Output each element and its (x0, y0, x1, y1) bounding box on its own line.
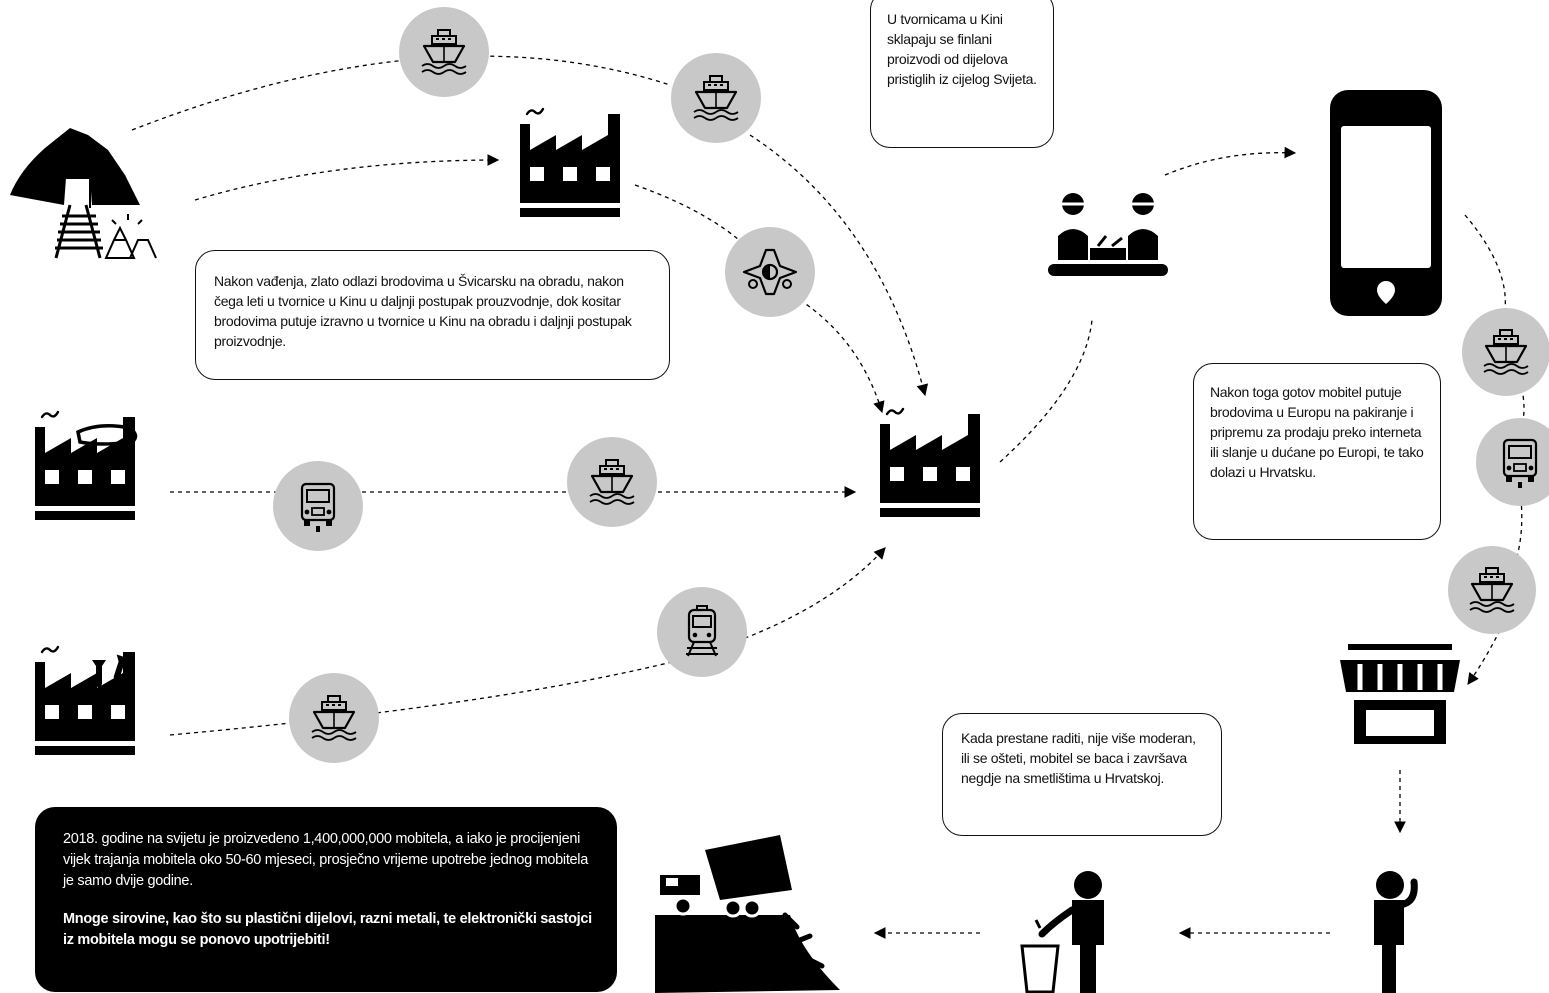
store-icon (1340, 644, 1460, 744)
ship-circle-3 (567, 437, 657, 527)
china-assembly-note: U tvornicama u Kini sklapaju se finlani … (870, 0, 1054, 148)
ship-circle-2 (671, 53, 761, 143)
dump-truck-icon (655, 835, 840, 993)
truck-circle-2 (1476, 418, 1549, 506)
mine-icon (10, 128, 157, 259)
ship-circle-4 (289, 673, 379, 763)
ship-circle-5 (1462, 308, 1549, 396)
ship-circle-6 (1448, 546, 1536, 634)
factory-icon-switzerland (514, 107, 626, 219)
gold-route-text: Nakon vađenja, zlato odlazi brodovima u … (214, 273, 632, 349)
truck-circle-1 (273, 461, 363, 551)
train-circle (657, 587, 747, 677)
gold-route-note: Nakon vađenja, zlato odlazi brodovima u … (195, 250, 670, 380)
summary-bold-text: Mnoge sirovine, kao što su plastični dij… (63, 911, 592, 948)
disposal-text: Kada prestane raditi, nije više moderan,… (961, 730, 1196, 786)
smartphone-icon (1330, 90, 1442, 316)
screws-icon (92, 654, 130, 690)
summary-box: 2018. godine na svijetu je proizvedeno 1… (35, 807, 617, 992)
europe-shipping-text: Nakon toga gotov mobitel putuje brodovim… (1210, 384, 1424, 480)
person-trash-icon (1020, 871, 1104, 993)
tin-ingot-icon (76, 424, 138, 446)
person-phone-icon (1374, 871, 1418, 993)
factory-icon-china (874, 407, 986, 519)
summary-text: 2018. godine na svijetu je proizvedeno 1… (63, 831, 588, 889)
plane-circle (725, 227, 815, 317)
disposal-note: Kada prestane raditi, nije više moderan,… (942, 713, 1222, 836)
workers-icon (1048, 193, 1168, 276)
china-assembly-text: U tvornicama u Kini sklapaju se finlani … (887, 11, 1037, 87)
europe-shipping-note: Nakon toga gotov mobitel putuje brodovim… (1193, 363, 1441, 540)
ship-circle-1 (399, 7, 489, 97)
